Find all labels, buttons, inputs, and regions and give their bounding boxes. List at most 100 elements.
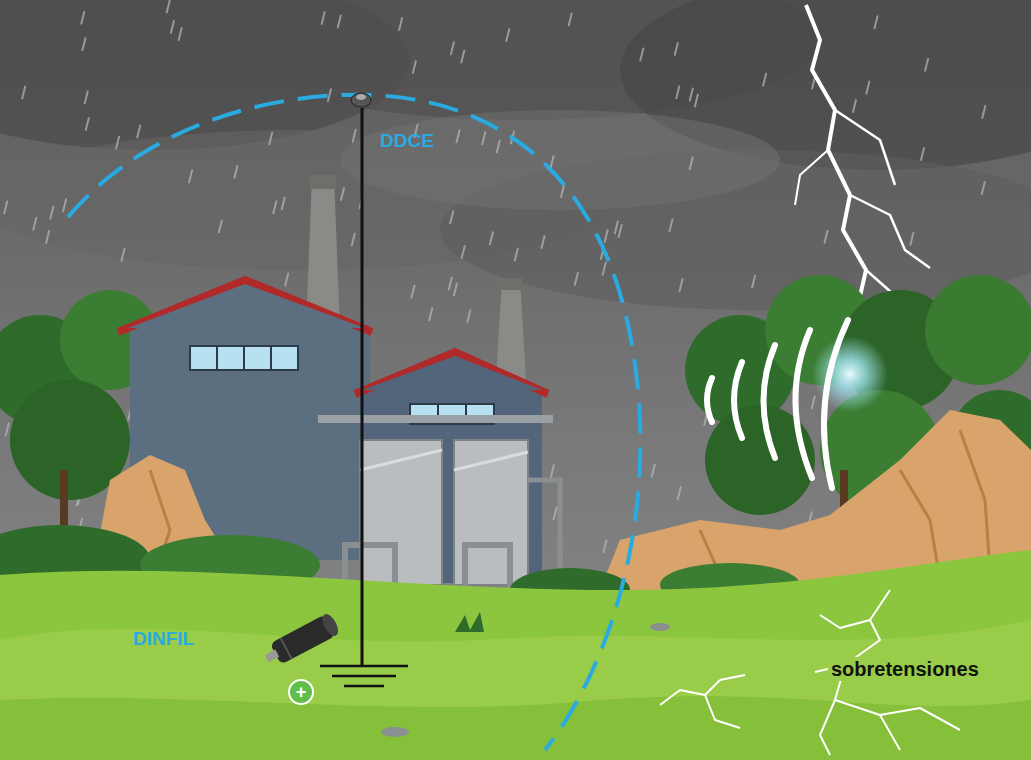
rain-drops <box>675 43 678 55</box>
rain-drops <box>604 540 607 552</box>
rain-drops <box>449 278 452 290</box>
lightning-bolt <box>795 150 828 205</box>
ground-overvoltage-cracks <box>835 590 890 700</box>
rain-drops <box>167 1 170 13</box>
rain-drops <box>338 15 341 27</box>
sound-waves <box>707 378 712 422</box>
rain-drops <box>825 231 828 243</box>
rain-drops <box>515 249 518 261</box>
storage-tanks <box>318 415 560 590</box>
ground-overvoltage-cracks <box>835 700 960 730</box>
factory-buildings <box>243 346 245 370</box>
storage-tanks <box>454 452 528 470</box>
storage-tanks <box>360 440 442 585</box>
rain-drops <box>605 230 608 242</box>
rain-drops <box>451 42 454 54</box>
factory-buildings <box>355 352 548 394</box>
rain-drops <box>676 86 679 98</box>
factory-buildings <box>190 346 298 370</box>
ground-symbol <box>320 666 408 686</box>
factory-buildings <box>270 346 272 370</box>
dinfil-device <box>261 612 341 670</box>
ground-overvoltage-cracks <box>720 675 745 680</box>
ground <box>650 623 670 631</box>
lightning-bolt <box>835 110 895 185</box>
rain-drops <box>22 87 25 99</box>
ground <box>455 612 484 632</box>
rain-drops <box>652 465 655 477</box>
chimneys <box>310 175 336 189</box>
rocks <box>960 430 990 570</box>
rain-drops <box>462 246 465 258</box>
rain-drops <box>328 89 331 101</box>
rain-drops <box>6 424 9 436</box>
chimneys <box>496 278 526 380</box>
rain-drops <box>921 148 924 160</box>
rain-drops <box>603 263 606 275</box>
ground <box>0 696 1031 760</box>
protection-radius <box>68 95 640 750</box>
rain-drops <box>695 94 698 106</box>
rain-drops <box>429 308 432 320</box>
rain-drops <box>461 51 464 63</box>
sound-waves <box>795 330 812 478</box>
sound-waves <box>824 320 848 488</box>
rain-drops <box>341 188 344 200</box>
chimneys <box>500 278 522 290</box>
ground <box>381 727 409 737</box>
rain-drops <box>554 507 557 519</box>
rain-drops <box>86 118 89 130</box>
dinfil-device <box>319 612 341 639</box>
rain-drops <box>506 29 509 41</box>
rain-drops <box>46 231 49 243</box>
factory-buildings <box>128 284 365 328</box>
rain-drops <box>690 157 693 169</box>
rain-drops <box>875 16 878 28</box>
rain-drops <box>189 170 192 182</box>
rain-drops <box>680 279 683 291</box>
sound-waves <box>707 320 848 488</box>
rain-drops <box>853 100 856 112</box>
rain-drops <box>551 156 554 168</box>
rain-drops <box>542 236 545 248</box>
rain-drops <box>269 133 272 145</box>
plus-marker: + <box>288 679 314 705</box>
ground <box>0 550 1031 760</box>
rain-drops <box>285 274 288 286</box>
rain-drops <box>575 273 578 285</box>
rain-drops <box>82 38 85 50</box>
ground <box>0 550 1031 760</box>
rain-drops <box>63 199 66 211</box>
factory-buildings <box>216 346 218 370</box>
rain-drops <box>569 14 572 26</box>
rain-drops <box>812 396 815 408</box>
rain-drops <box>640 48 643 60</box>
trees-back <box>925 275 1031 385</box>
hazard-label: sobretensiones <box>828 657 982 681</box>
rain-drops <box>116 137 119 149</box>
rain-drops <box>467 310 470 322</box>
rain-drops <box>137 125 140 137</box>
lightning-rod <box>356 94 366 100</box>
rain-drops <box>482 132 485 144</box>
rain-drops <box>85 91 88 103</box>
protection-radius <box>68 95 640 750</box>
rain-drops <box>910 233 913 245</box>
ground-overvoltage-cracks <box>660 680 720 705</box>
lightning-rod <box>351 93 371 107</box>
rain-drops <box>450 211 453 223</box>
ground <box>0 620 1031 760</box>
rain-drops <box>234 166 237 178</box>
device-label: DINFIL <box>133 629 194 650</box>
rain-drops <box>273 201 276 213</box>
rain-drops <box>490 232 493 244</box>
rain-drops <box>122 249 125 261</box>
ground-symbol <box>320 665 408 668</box>
factory-buildings <box>118 280 372 332</box>
lightning-bolt <box>850 195 930 268</box>
rain-drops <box>81 12 84 24</box>
rain-drops <box>982 106 985 118</box>
rain-drops <box>866 82 869 94</box>
rain-drops <box>4 202 7 214</box>
storage-tanks <box>360 450 442 470</box>
